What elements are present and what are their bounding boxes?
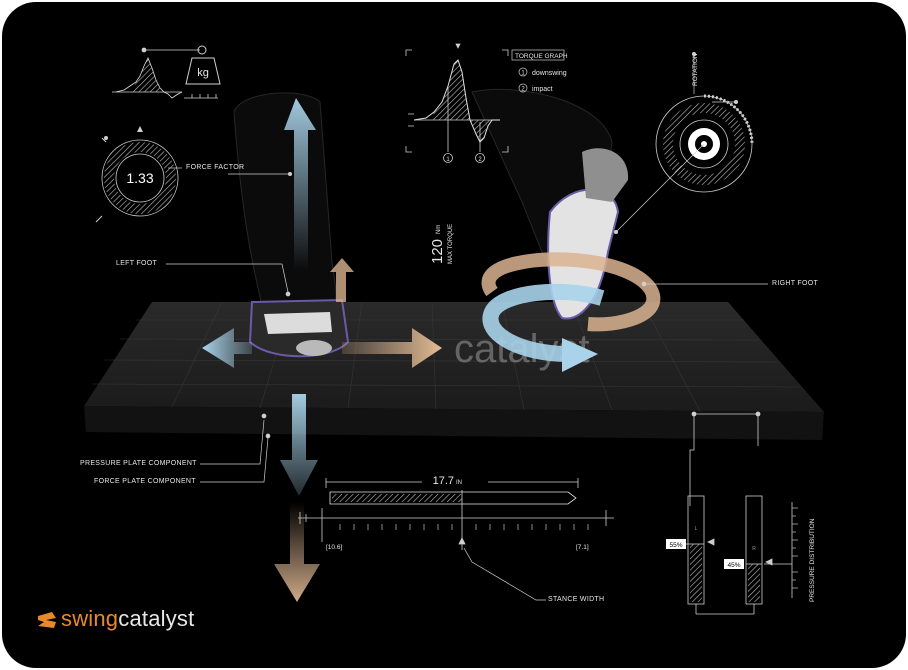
legend-label-downswing: downswing: [532, 70, 567, 77]
pressure-distribution: [686, 411, 798, 615]
stance-width-label: STANCE WIDTH: [548, 596, 605, 603]
left-letter: L: [695, 526, 698, 532]
force-plate-label: FORCE PLATE COMPONENT: [94, 478, 196, 485]
torque-marker-2: 2: [478, 157, 482, 163]
right-pressure-percent: 45%: [727, 562, 740, 569]
stance-width-unit: IN: [456, 480, 462, 486]
torque-markers: 1 2: [443, 153, 485, 163]
left-foot-label: LEFT FOOT: [116, 260, 158, 267]
torque-legend: TORQUE GRAPH 1 downswing 2 impact: [511, 49, 568, 93]
weight-histogram: [112, 47, 218, 99]
legend-label-impact: impact: [532, 86, 553, 93]
golfer-legs: [233, 89, 629, 358]
torque-marker-1: 1: [446, 157, 450, 163]
weight-icon: kg: [185, 45, 221, 85]
pressure-plate-label: PRESSURE PLATE COMPONENT: [80, 460, 197, 467]
brand-name-part1: swing: [61, 606, 119, 631]
vertical-tan-down-arrow: [274, 502, 320, 602]
rotation-dial: [614, 52, 754, 234]
vertical-force-up-arrow: [284, 98, 316, 270]
right-foot-label: RIGHT FOOT: [772, 280, 819, 287]
rotation-tan-arrow: [481, 252, 661, 332]
force-factor-value: 1.33: [126, 170, 153, 186]
pressure-percent-labels: 55% 45% L R: [666, 526, 756, 569]
rotation-blue-arrow: [482, 283, 605, 362]
pressure-distribution-label: PRESSURE DISTRIBUTION: [809, 518, 816, 602]
force-factor-label: FORCE FACTOR: [186, 164, 245, 171]
legend-num-2: 2: [521, 87, 525, 93]
max-torque-unit: Nm: [436, 225, 442, 234]
brand-name-part2: catalyst: [118, 606, 195, 631]
torque-graph: [405, 43, 509, 153]
force-factor-gauge: 1.33: [95, 126, 292, 223]
max-torque-value: 120: [429, 239, 446, 264]
stance-left-value: [10.6]: [326, 544, 342, 551]
legend-num-1: 1: [521, 71, 525, 77]
stance-right-value: [7.1]: [576, 544, 589, 551]
callout-lines: [166, 263, 768, 601]
stance-width-gauge: [298, 478, 614, 550]
torque-graph-title: TORQUE GRAPH: [515, 53, 568, 60]
vertical-force-down-arrow: [280, 394, 318, 496]
shear-right-arrow: [342, 328, 442, 368]
right-letter: R: [752, 546, 756, 552]
max-torque-readout: 120 Nm MAX TORQUE: [429, 224, 454, 264]
rotation-label: ROTATION: [692, 53, 699, 86]
left-pressure-percent: 55%: [669, 542, 682, 549]
force-arrows: [202, 98, 661, 602]
shear-left-arrow: [202, 328, 252, 368]
swingcatalyst-logo-icon: [38, 612, 56, 628]
weight-unit: kg: [197, 67, 209, 79]
brand-logo: swingcatalyst: [36, 604, 194, 634]
pressure-mat: catalyst: [84, 301, 824, 440]
brand-name: swingcatalyst: [61, 606, 194, 632]
max-torque-label: MAX TORQUE: [448, 224, 454, 264]
stance-width-value: 17.7: [433, 475, 454, 487]
